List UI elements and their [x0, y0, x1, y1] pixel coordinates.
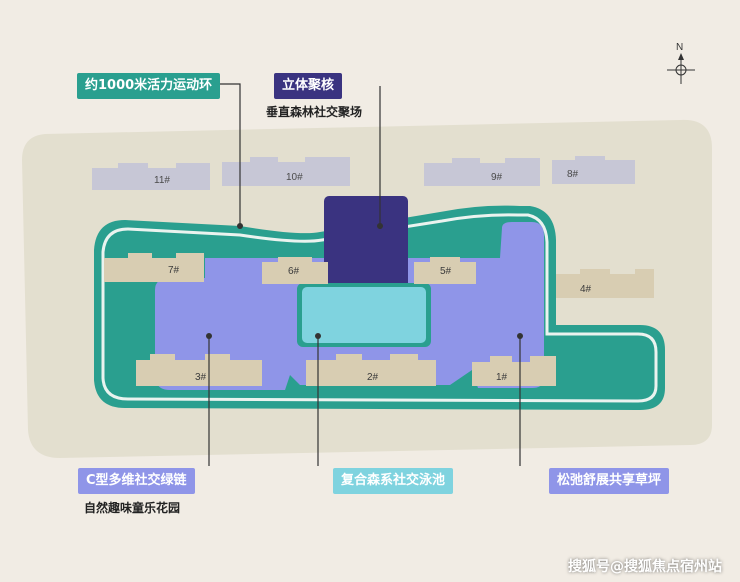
building-label-4: 4# [580, 284, 592, 295]
building-4 [556, 269, 654, 298]
leader-dots [206, 223, 523, 339]
building-7 [104, 253, 204, 282]
dot-loop [237, 223, 243, 229]
building-8 [552, 156, 635, 184]
building-label-1: 1# [496, 372, 508, 383]
building-9 [424, 158, 540, 186]
watermark: 搜狐号@搜狐焦点宿州站 [568, 559, 722, 575]
compass-arrow-icon [678, 53, 684, 60]
dot-lawn [517, 333, 523, 339]
callout-activity-loop: 约1000米活力运动环 [77, 73, 221, 99]
building-label-2: 2# [367, 372, 379, 383]
building-3 [136, 354, 262, 386]
building-label-3: 3# [195, 372, 207, 383]
building-label-7: 7# [168, 265, 180, 276]
caption-core: 垂直森林社交聚场 [266, 105, 363, 119]
dot-green [206, 333, 212, 339]
compass-icon [667, 56, 695, 84]
building-label-8: 8# [567, 169, 579, 180]
building-1 [472, 356, 556, 386]
callout-core: 立体聚核 [274, 73, 343, 99]
building-label-5: 5# [440, 266, 452, 277]
building-5 [414, 257, 476, 284]
pool [302, 287, 426, 343]
callout-pool: 复合森系社交泳池 [333, 468, 454, 494]
callout-lawn: 松弛舒展共享草坪 [549, 468, 670, 494]
callout-green-chain: C型多维社交绿链 [78, 468, 195, 494]
south-buildings [104, 253, 654, 386]
building-2 [306, 354, 436, 386]
building-6 [262, 257, 328, 284]
dot-pool [315, 333, 321, 339]
building-label-11: 11# [154, 175, 170, 186]
building-label-10: 10# [286, 172, 303, 183]
vertical-forest-core [324, 196, 408, 288]
building-label-9: 9# [491, 172, 503, 183]
building-label-6: 6# [288, 266, 300, 277]
dot-core [377, 223, 383, 229]
north-buildings [92, 156, 635, 190]
building-11 [92, 163, 210, 190]
compass-north-label: N [676, 42, 684, 53]
caption-green-chain: 自然趣味童乐花园 [84, 501, 181, 515]
building-10 [222, 157, 350, 186]
